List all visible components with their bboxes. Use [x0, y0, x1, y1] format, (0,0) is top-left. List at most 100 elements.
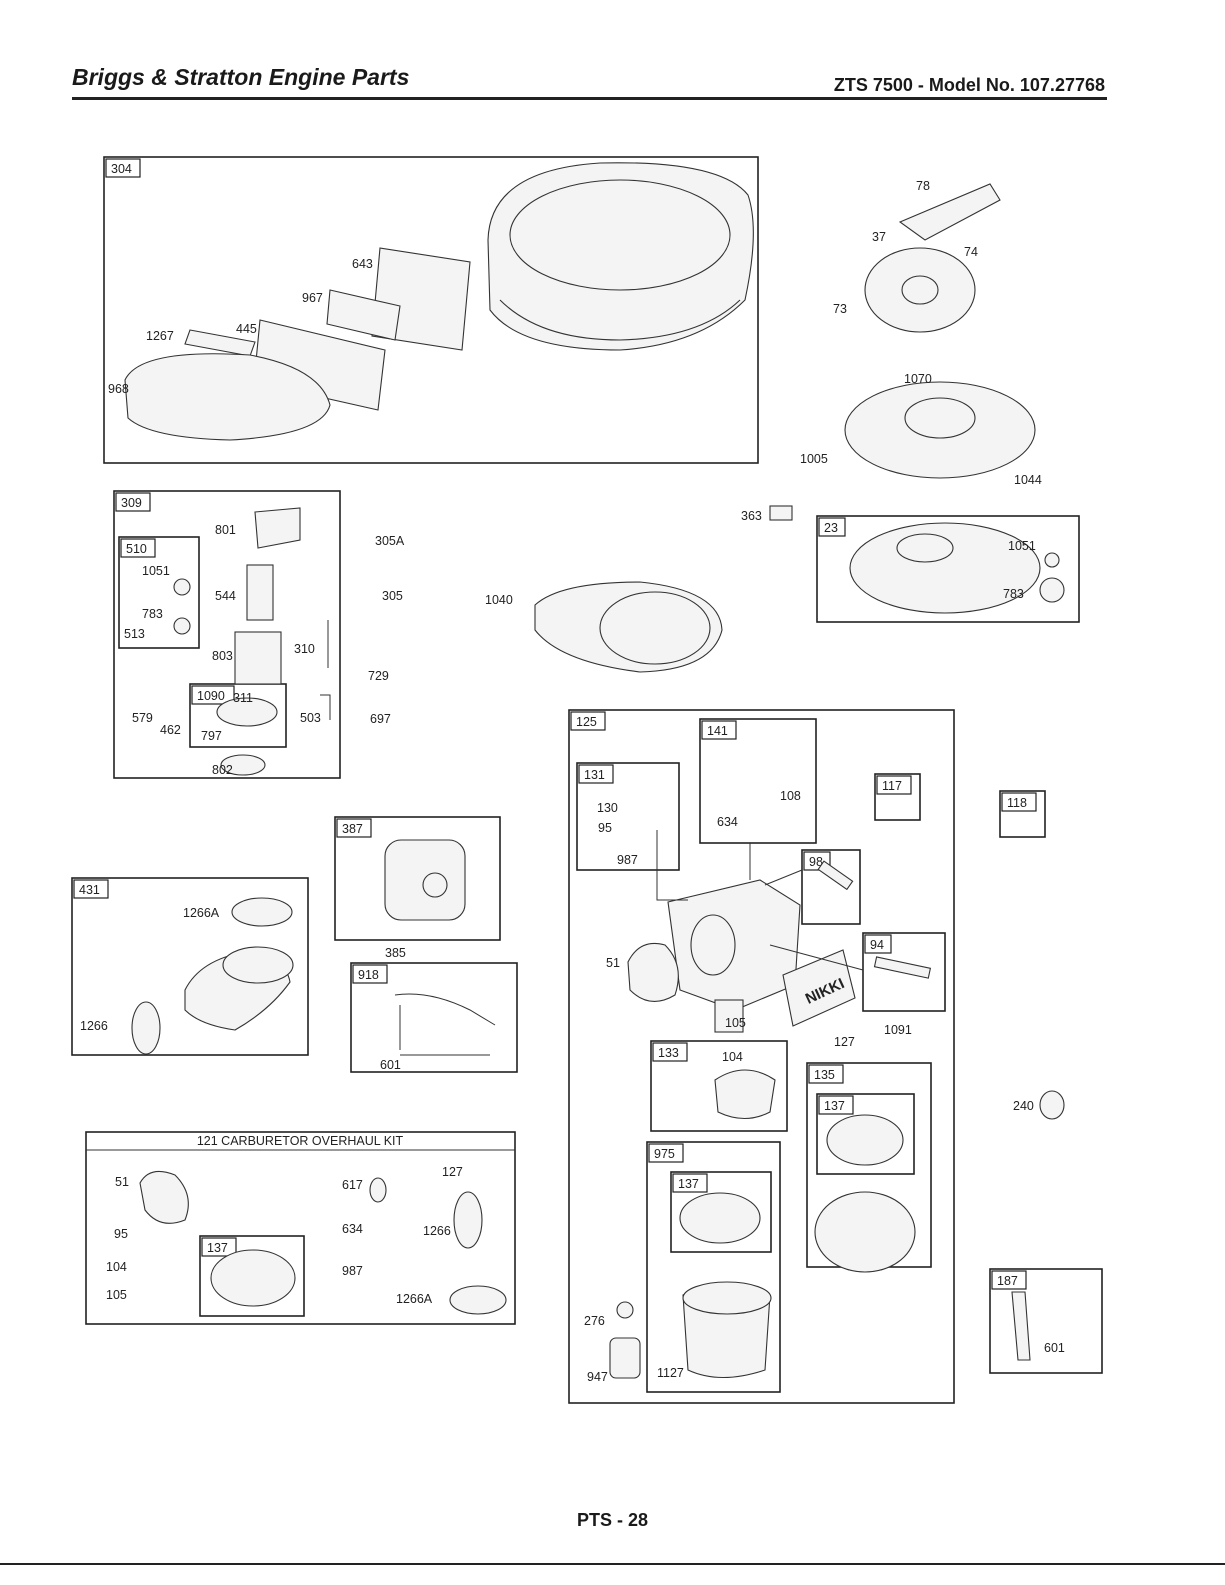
cover-968: [124, 353, 331, 441]
box-tag-frame: [876, 775, 912, 795]
box-tag-frame: [105, 158, 141, 178]
leader-98: [764, 869, 803, 886]
box-tag: 118: [1007, 796, 1027, 810]
part-label: 801: [215, 523, 236, 537]
box-tag: 135: [814, 1068, 835, 1082]
box-133: [650, 1040, 788, 1132]
washer-1051: [1044, 552, 1060, 568]
box-23: [816, 515, 1080, 623]
blower-housing-opening: [509, 179, 731, 291]
box-tag-frame: [191, 685, 235, 705]
box-tag: 125: [576, 715, 597, 729]
part-label: 240: [1013, 1099, 1034, 1113]
part-label: 127: [442, 1165, 463, 1179]
box-137-b: [670, 1171, 772, 1253]
box-121-kit: [85, 1131, 516, 1325]
part-label: 363: [741, 509, 762, 523]
armature-544: [246, 564, 274, 621]
box-tag: 510: [126, 542, 147, 556]
part-label: 105: [106, 1288, 127, 1302]
part-label: 987: [342, 1264, 363, 1278]
box-tag: 309: [121, 496, 142, 510]
box-tag-frame: [652, 1042, 688, 1062]
part-label: 1266: [80, 1019, 108, 1033]
box-tag-frame: [864, 934, 892, 954]
bracket-363: [769, 505, 793, 521]
box-tag-frame: [808, 1064, 844, 1084]
part-label: 305A: [375, 534, 405, 548]
flywheel-23-hub: [896, 533, 954, 563]
box-tag-frame: [578, 764, 614, 784]
part-label: 643: [352, 257, 373, 271]
kit-oring-617: [369, 1177, 387, 1203]
header-rule: [72, 97, 1107, 100]
box-137-a: [816, 1093, 915, 1175]
box-304: [103, 156, 759, 464]
gear-783: [1039, 577, 1065, 603]
part-label: 513: [124, 627, 145, 641]
box-tag-frame: [201, 1237, 237, 1257]
box-tag: 187: [997, 1274, 1018, 1288]
part-label: 78: [916, 179, 930, 193]
kit-gasket-1266: [453, 1191, 483, 1249]
part-label: 95: [114, 1227, 128, 1241]
box-tag-frame: [648, 1143, 684, 1163]
part-label: 987: [617, 853, 638, 867]
box-94: [862, 932, 946, 1012]
gasket-1266: [131, 1001, 161, 1055]
part-label: 544: [215, 589, 236, 603]
part-label: 797: [201, 729, 222, 743]
part-label: 1051: [1008, 539, 1036, 553]
part-label: 385: [385, 946, 406, 960]
box-98: [801, 849, 861, 925]
part-label: 1266: [423, 1224, 451, 1238]
brush-plate-797: [216, 697, 278, 727]
part-label: 127: [834, 1035, 855, 1049]
collar-513: [173, 617, 191, 635]
box-tag-frame: [120, 538, 156, 558]
gear-783-starter: [173, 578, 191, 596]
part-label: 276: [584, 1314, 605, 1328]
needle-98: [817, 860, 854, 891]
part-label: 104: [106, 1260, 127, 1274]
hose-187: [1011, 1291, 1031, 1361]
part-label: 503: [300, 711, 321, 725]
box-tag: 387: [342, 822, 363, 836]
baffle-1040-ring: [599, 591, 711, 665]
part-label: 634: [342, 1222, 363, 1236]
page-number: PTS - 28: [576, 1510, 649, 1530]
part-37: [898, 183, 1001, 241]
part-label: 51: [606, 956, 620, 970]
part-label: 579: [132, 711, 153, 725]
part-label: 803: [212, 649, 233, 663]
part-label: 74: [964, 245, 978, 259]
part-label: 37: [872, 230, 886, 244]
part-label: 697: [370, 712, 391, 726]
box-tag: 131: [584, 768, 605, 782]
box-tag: 117: [882, 779, 902, 793]
housing-803: [234, 631, 282, 685]
part-label: 967: [302, 291, 323, 305]
part-label: 1266A: [396, 1292, 433, 1306]
box-tag: 137: [678, 1177, 699, 1191]
gasket-1266A: [231, 897, 293, 927]
part-label: 1266A: [183, 906, 220, 920]
part-label: 1040: [485, 593, 513, 607]
part-label: 73: [833, 302, 847, 316]
part-label: 783: [142, 607, 163, 621]
box-tag-frame: [672, 1173, 708, 1193]
box-tag-frame: [701, 720, 737, 740]
intake-flange: [222, 946, 294, 984]
part-label: 1044: [1014, 473, 1042, 487]
nikki-logo-plate: [782, 949, 856, 1027]
fuel-pump-port: [422, 872, 448, 898]
part-label: 802: [212, 763, 233, 777]
box-tag: 304: [111, 162, 132, 176]
decal-967: [326, 289, 401, 341]
filter-240: [1039, 1090, 1065, 1120]
box-tag: 975: [654, 1147, 675, 1161]
box-tag: 1090: [197, 689, 225, 703]
box-387: [334, 816, 501, 941]
part-label: 1005: [800, 452, 828, 466]
